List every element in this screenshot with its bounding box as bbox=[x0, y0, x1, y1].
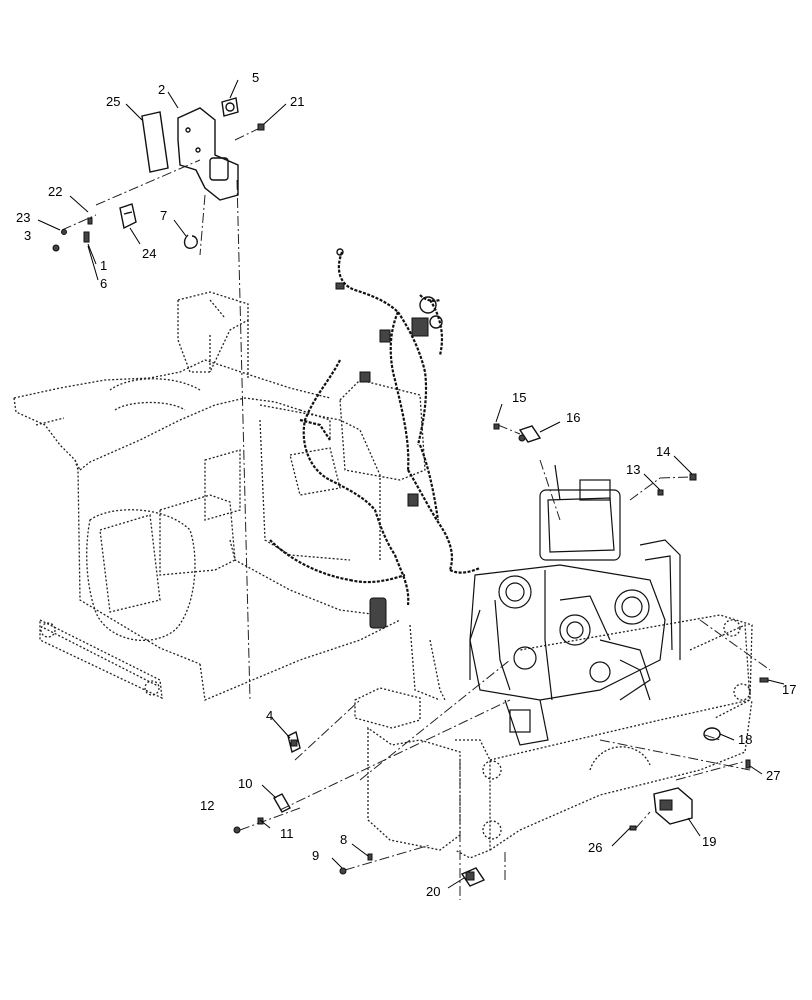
callout-3: 3 bbox=[24, 228, 31, 243]
rear-box bbox=[354, 614, 753, 859]
bolt-part-21 bbox=[257, 123, 265, 131]
clip-part-7 bbox=[183, 234, 198, 249]
callout-17: 17 bbox=[782, 682, 796, 697]
callout-22: 22 bbox=[48, 184, 62, 199]
assembly-lines bbox=[61, 126, 771, 900]
callout-8: 8 bbox=[340, 832, 347, 847]
engine-assembly bbox=[469, 464, 681, 746]
bolt-part-17 bbox=[759, 677, 769, 683]
bracket-part-2 bbox=[177, 107, 239, 201]
bracket-part-24 bbox=[119, 203, 137, 230]
callout-24: 24 bbox=[142, 246, 156, 261]
callout-11: 11 bbox=[280, 826, 294, 841]
callout-18: 18 bbox=[738, 732, 752, 747]
callout-6: 6 bbox=[100, 276, 107, 291]
sensor-part-16 bbox=[518, 425, 542, 443]
lift-arm bbox=[39, 618, 163, 700]
callout-1: 1 bbox=[100, 258, 107, 273]
leader-lines bbox=[37, 79, 785, 889]
callout-4: 4 bbox=[266, 708, 273, 723]
callout-9: 9 bbox=[312, 848, 319, 863]
callout-25: 25 bbox=[106, 94, 120, 109]
callout-7: 7 bbox=[160, 208, 167, 223]
callout-20: 20 bbox=[426, 884, 440, 899]
callout-10: 10 bbox=[238, 776, 252, 791]
callout-21: 21 bbox=[290, 94, 304, 109]
callout-labels: 25 2 5 21 22 23 3 7 24 1 6 4 10 12 11 8 … bbox=[16, 70, 796, 899]
oring-part-18 bbox=[703, 727, 721, 741]
callout-19: 19 bbox=[702, 834, 716, 849]
fasteners-part-1-3-6-22-23 bbox=[52, 217, 93, 252]
callout-12: 12 bbox=[200, 798, 214, 813]
callout-16: 16 bbox=[566, 410, 580, 425]
callout-23: 23 bbox=[16, 210, 30, 225]
callout-13: 13 bbox=[626, 462, 640, 477]
fastener-parts-8-9-11-12 bbox=[233, 817, 373, 875]
fastener-parts-13-14-15 bbox=[493, 423, 697, 496]
bolt-part-27 bbox=[745, 759, 751, 769]
plate-part-25 bbox=[141, 111, 169, 173]
solenoid-part-19 bbox=[653, 787, 693, 825]
fitting-part-10 bbox=[273, 793, 291, 813]
bolt-part-26 bbox=[629, 825, 637, 831]
callout-5: 5 bbox=[252, 70, 259, 85]
callout-14: 14 bbox=[656, 444, 670, 459]
sensor-part-20 bbox=[460, 867, 486, 887]
callout-27: 27 bbox=[766, 768, 780, 783]
wiring-harness bbox=[269, 248, 481, 629]
callout-15: 15 bbox=[512, 390, 526, 405]
grommet-part-5 bbox=[221, 97, 239, 117]
sensor-part-4 bbox=[287, 730, 301, 754]
machine-frame bbox=[13, 291, 426, 701]
callout-2: 2 bbox=[158, 82, 165, 97]
callout-26: 26 bbox=[588, 840, 602, 855]
